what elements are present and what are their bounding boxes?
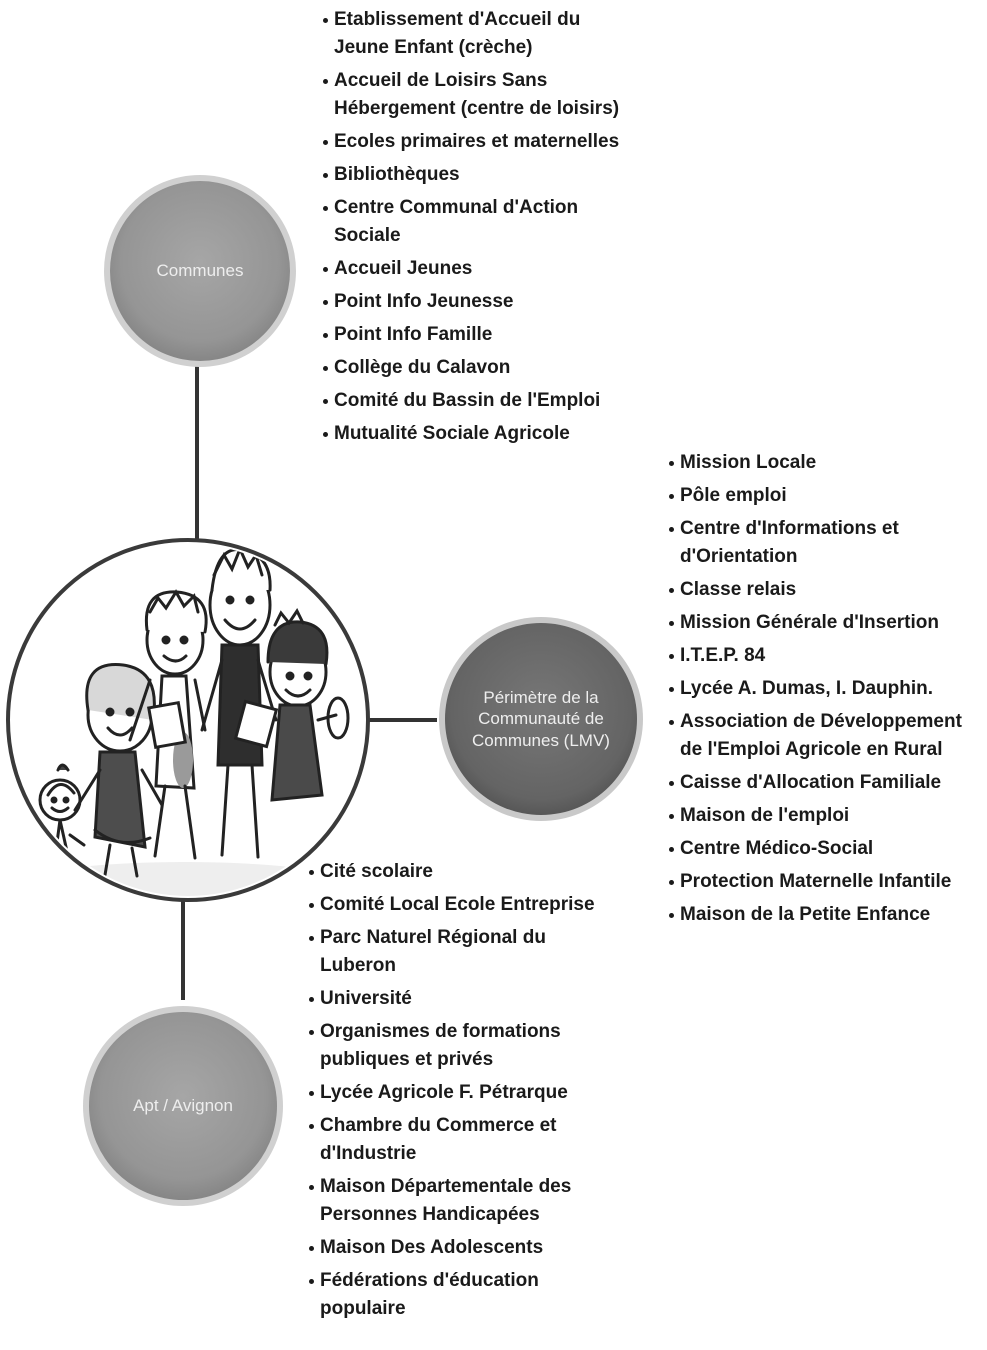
communes-service-item: Point Info Jeunesse xyxy=(322,288,622,316)
apt-service-item: Université xyxy=(308,985,623,1013)
communes-service-item: Point Info Famille xyxy=(322,321,622,349)
perimetre-service-item: Pôle emploi xyxy=(668,482,986,510)
apt-service-item: Organismes de formations publiques et pr… xyxy=(308,1018,623,1074)
perimetre-service-item: Centre d'Informations et d'Orientation xyxy=(668,515,986,571)
apt-service-item: Parc Naturel Régional du Luberon xyxy=(308,924,623,980)
node-apt-label: Apt / Avignon xyxy=(133,1096,233,1116)
node-apt-circle xyxy=(83,1006,283,1206)
communes-service-item: Accueil Jeunes xyxy=(322,255,622,283)
perimetre-service-item: Mission Générale d'Insertion xyxy=(668,609,986,637)
communes-service-item: Centre Communal d'Action Sociale xyxy=(322,194,622,250)
perimetre-service-item: Classe relais xyxy=(668,576,986,604)
perimetre-service-item: Centre Médico-Social xyxy=(668,835,986,863)
node-perimetre-circle xyxy=(439,617,643,821)
perimetre-service-item: Protection Maternelle Infantile xyxy=(668,868,986,896)
node-communes-circle xyxy=(104,175,296,367)
apt-service-item: Chambre du Commerce et d'Industrie xyxy=(308,1112,623,1168)
perimetre-service-item: Maison de l'emploi xyxy=(668,802,986,830)
node-perimetre-label: Périmètre de la Communauté de Communes (… xyxy=(472,688,610,750)
communes-service-item: Bibliothèques xyxy=(322,161,622,189)
cartoon-children-group-icon xyxy=(6,538,370,902)
apt-service-item: Maison Des Adolescents xyxy=(308,1234,623,1262)
communes-service-item: Ecoles primaires et maternelles xyxy=(322,128,622,156)
apt-service-item: Maison Départementale des Personnes Hand… xyxy=(308,1173,623,1229)
communes-services-list: Etablissement d'Accueil du Jeune Enfant … xyxy=(322,6,622,453)
apt-service-item: Fédérations d'éducation populaire xyxy=(308,1267,623,1323)
communes-service-item: Etablissement d'Accueil du Jeune Enfant … xyxy=(322,6,622,62)
perimetre-service-item: Association de Développement de l'Emploi… xyxy=(668,708,986,764)
communes-service-item: Mutualité Sociale Agricole xyxy=(322,420,622,448)
communes-service-item: Accueil de Loisirs Sans Hébergement (cen… xyxy=(322,67,622,123)
perimetre-service-item: Mission Locale xyxy=(668,449,986,477)
apt-service-item: Lycée Agricole F. Pétrarque xyxy=(308,1079,623,1107)
communes-service-item: Comité du Bassin de l'Emploi xyxy=(322,387,622,415)
communes-service-item: Collège du Calavon xyxy=(322,354,622,382)
perimetre-service-item: I.T.E.P. 84 xyxy=(668,642,986,670)
node-communes-label: Communes xyxy=(156,261,244,281)
apt-service-item: Cité scolaire xyxy=(308,858,623,886)
perimetre-service-item: Maison de la Petite Enfance xyxy=(668,901,986,929)
perimetre-service-item: Caisse d'Allocation Familiale xyxy=(668,769,986,797)
apt-service-item: Comité Local Ecole Entreprise xyxy=(308,891,623,919)
perimetre-service-item: Lycée A. Dumas, I. Dauphin. xyxy=(668,675,986,703)
